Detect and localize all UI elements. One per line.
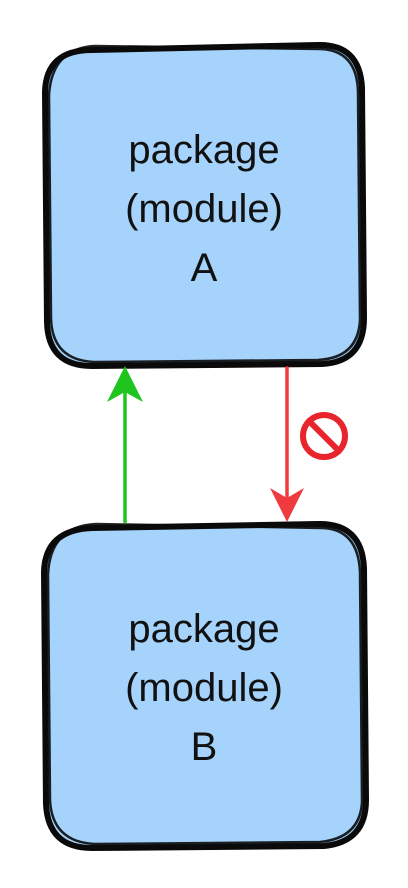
node-a-border	[42, 41, 367, 369]
forbidden-arrowhead-icon	[270, 488, 304, 522]
allowed-dependency-arrow[interactable]	[107, 366, 143, 524]
node-b-fill	[44, 523, 366, 848]
node-b-border-sketch	[46, 522, 364, 846]
node-a-border-sketch	[47, 44, 362, 364]
node-a-fill	[45, 44, 364, 366]
prohibited-icon	[300, 412, 348, 460]
node-a-label-line1: package	[128, 128, 279, 172]
allowed-arrowhead-icon	[107, 366, 143, 402]
prohibited-icon-slash	[306, 418, 342, 454]
node-package-b[interactable]: package (module) B	[41, 520, 369, 851]
forbidden-dependency-arrow[interactable]	[270, 366, 304, 522]
node-a-label-line2: (module)	[125, 187, 283, 231]
node-package-a[interactable]: package (module) A	[42, 41, 367, 369]
node-b-label-line1: package	[128, 607, 279, 651]
node-b-label-line2: (module)	[125, 666, 283, 710]
node-b-label-line3: B	[191, 725, 218, 769]
node-b-border	[41, 520, 369, 851]
node-a-label-line3: A	[191, 246, 218, 290]
